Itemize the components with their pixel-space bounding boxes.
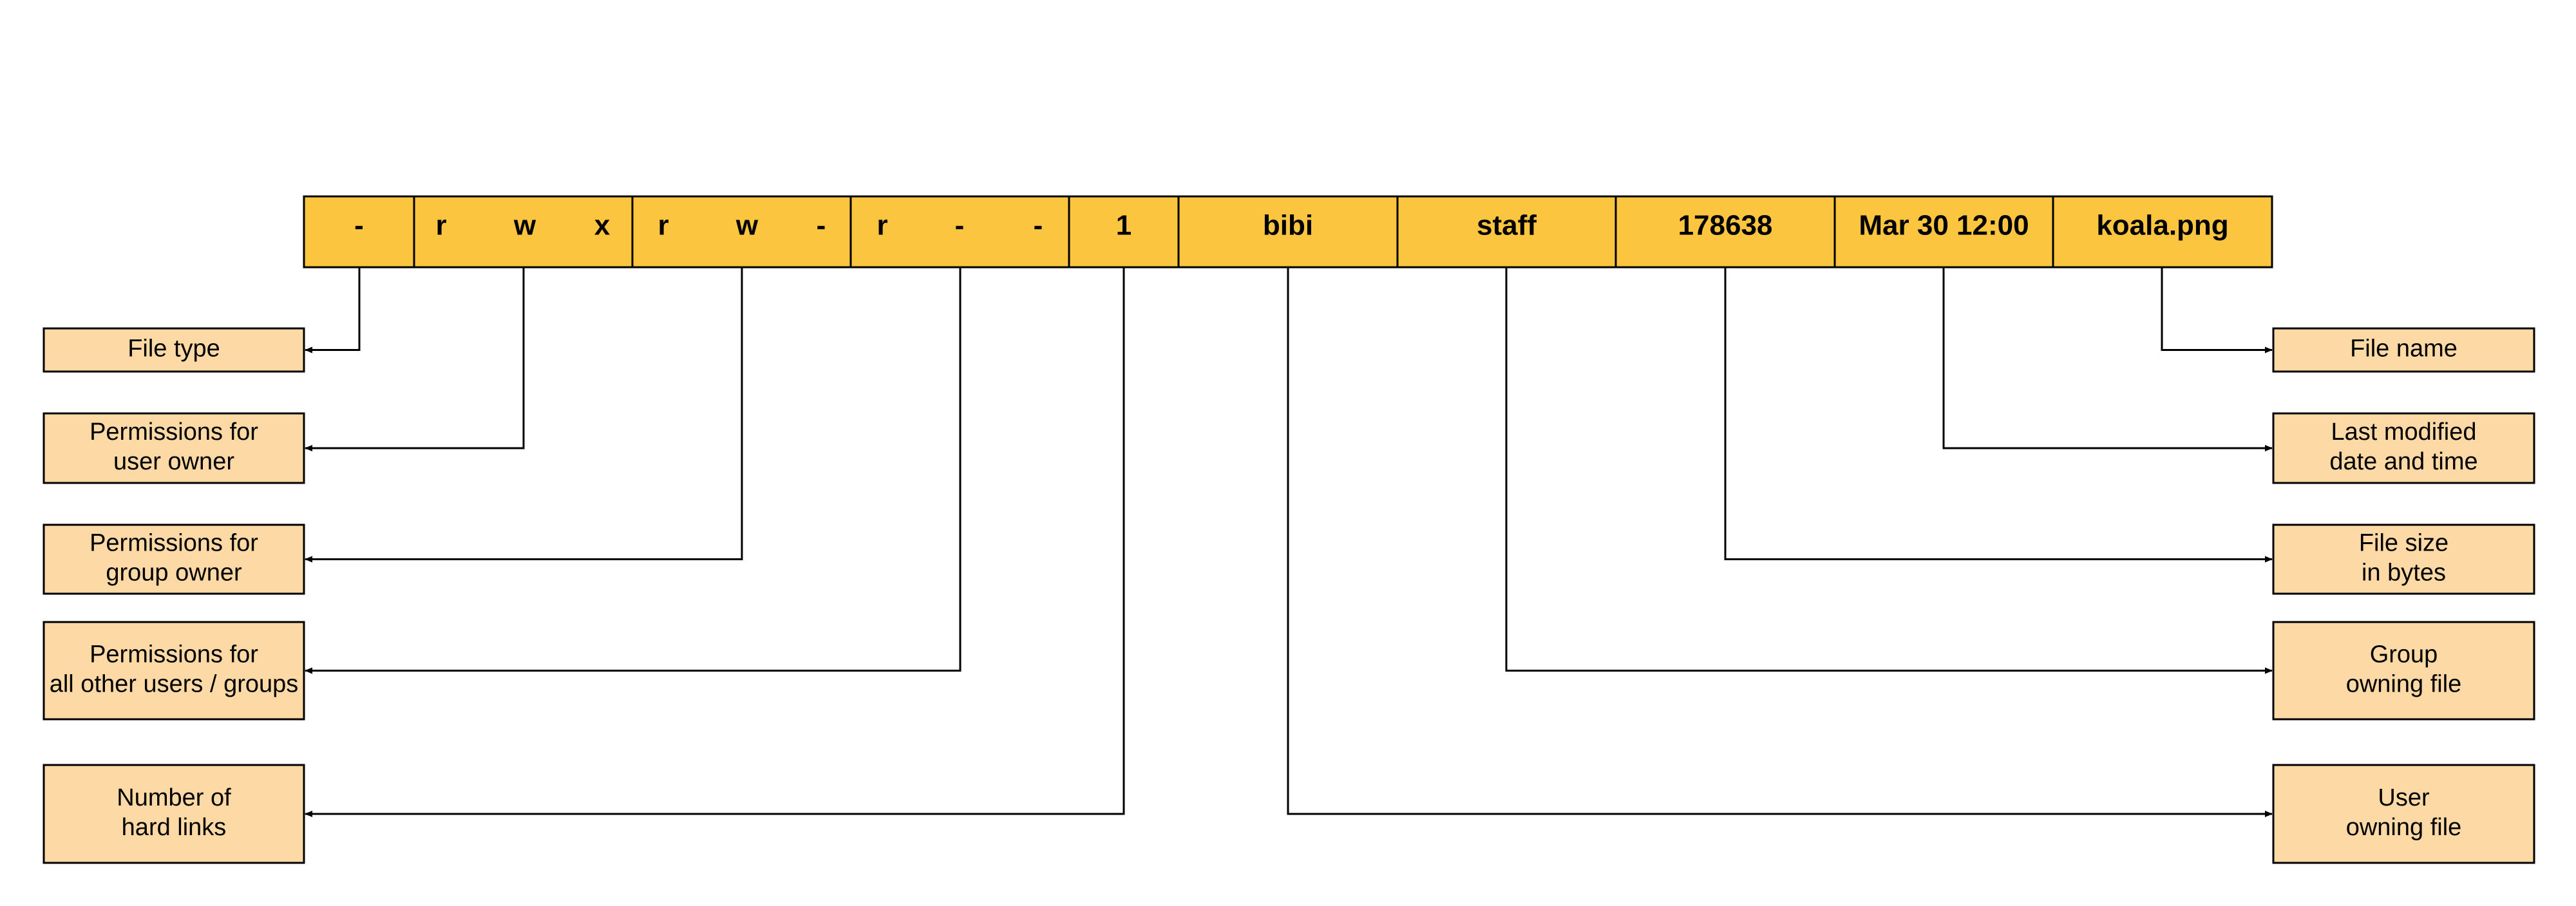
label-other-perms-line: Permissions for [90, 641, 258, 668]
label-group-perms-line: Permissions for [90, 530, 258, 557]
label-file-name-line: File name [2350, 335, 2458, 363]
cell-group-text: w [735, 210, 759, 241]
cell-grp-text: staff [1477, 210, 1537, 241]
label-last-modified-line: date and time [2329, 448, 2477, 475]
connector-file-type [305, 267, 361, 354]
cell-date-text: Mar 30 12:00 [1859, 210, 2029, 241]
label-other-perms-line: all other users / groups [50, 671, 299, 698]
cell-type-text: - [354, 210, 364, 241]
label-hard-links-line: hard links [122, 814, 227, 841]
cell-name: koala.png [2052, 195, 2273, 269]
cell-owner-text: bibi [1263, 210, 1313, 241]
connector-file-size [1724, 267, 2273, 563]
label-box [2272, 621, 2535, 721]
connector-other-perms [305, 267, 961, 674]
label-box [2272, 764, 2535, 864]
cell-user-text: x [594, 210, 611, 241]
connector-user-perms [305, 267, 525, 451]
cell-box [631, 195, 852, 269]
label-box [43, 412, 305, 484]
connector-file-name [2161, 267, 2273, 354]
cell-box [1177, 195, 1399, 269]
label-user-owning-line: owning file [2346, 814, 2462, 841]
label-user-owning-line: User [2378, 784, 2430, 811]
connector-last-modified [1942, 267, 2273, 451]
label-file-type-line: File type [128, 335, 220, 363]
label-box [43, 764, 305, 864]
label-file-type: File type [43, 327, 305, 373]
connector-lines [305, 267, 2273, 817]
label-file-size-line: File size [2359, 530, 2448, 557]
label-group-owning-line: Group [2370, 641, 2438, 668]
cell-box [1833, 195, 2054, 269]
label-group-owning: Group owning file [2272, 621, 2535, 721]
label-file-name: File name [2272, 327, 2535, 373]
cell-name-text: koala.png [2096, 210, 2228, 241]
label-box [43, 327, 305, 373]
label-box [2272, 524, 2535, 595]
label-group-perms-line: group owner [106, 560, 242, 587]
cell-size-text: 178638 [1678, 210, 1773, 241]
connector-user-owning [1287, 267, 2273, 817]
cell-size: 178638 [1615, 195, 1836, 269]
cell-links: 1 [1068, 195, 1180, 269]
connector-hard-links [305, 267, 1125, 817]
cell-other-text: - [955, 210, 965, 241]
label-box [2272, 327, 2535, 373]
label-hard-links-line: Number of [117, 784, 231, 811]
cell-user-text: w [513, 210, 536, 241]
label-box [43, 524, 305, 595]
cell-date: Mar 30 12:00 [1833, 195, 2054, 269]
cell-box [2052, 195, 2273, 269]
label-last-modified-line: Last modified [2331, 419, 2476, 446]
label-user-perms-line: Permissions for [90, 419, 258, 446]
connector-group-perms [305, 267, 743, 563]
cell-grp: staff [1396, 195, 1617, 269]
cell-user-text: r [435, 210, 446, 241]
label-other-perms: Permissions for all other users / groups [43, 621, 305, 721]
cell-owner: bibi [1177, 195, 1399, 269]
label-hard-links: Number of hard links [43, 764, 305, 864]
label-user-perms-line: user owner [113, 448, 234, 475]
ls-output-row: - r w x r w - r - - 1 bibi staff 178638 Mar 30 12:00 ko… [303, 195, 2273, 269]
label-box [43, 621, 305, 721]
cell-box [413, 195, 634, 269]
cell-other-text: - [1034, 210, 1043, 241]
label-user-owning: User owning file [2272, 764, 2535, 864]
cell-links-text: 1 [1116, 210, 1132, 241]
label-group-perms: Permissions for group owner [43, 524, 305, 595]
cell-group-text: r [658, 210, 668, 241]
label-group-owning-line: owning file [2346, 671, 2462, 698]
cell-group-text: - [817, 210, 826, 241]
cell-type: - [303, 195, 415, 269]
cell-other-text: r [876, 210, 887, 241]
label-file-size: File size in bytes [2272, 524, 2535, 595]
label-box [2272, 412, 2535, 484]
connector-group-owning [1505, 267, 2273, 674]
label-file-size-line: in bytes [2362, 560, 2446, 587]
cell-other: r-- [849, 195, 1070, 269]
